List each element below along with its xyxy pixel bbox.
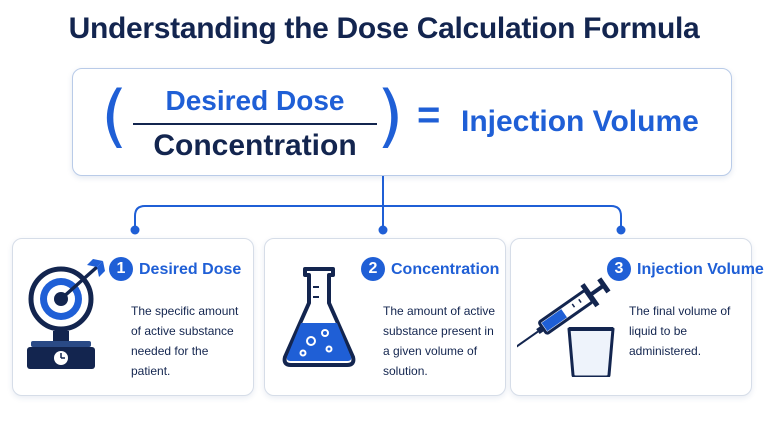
card-concentration: 2 Concentration The amount of active sub… bbox=[264, 238, 506, 396]
right-parenthesis: ) bbox=[377, 77, 404, 156]
equals-sign: = bbox=[417, 93, 441, 137]
formula-result: Injection Volume bbox=[461, 105, 699, 138]
card-title: Concentration bbox=[391, 261, 500, 278]
connector-dot-1 bbox=[130, 225, 140, 235]
formula-box: ( Desired Dose Concentration ) = Injecti… bbox=[72, 68, 732, 176]
syringe-cup-icon bbox=[517, 277, 615, 377]
step-number-badge: 3 bbox=[607, 257, 631, 281]
connector-dot-3 bbox=[616, 225, 626, 235]
card-desired-dose: 1 Desired Dose The specific amount of ac… bbox=[12, 238, 254, 396]
step-number-badge: 2 bbox=[361, 257, 385, 281]
formula-denominator: Concentration bbox=[153, 129, 357, 162]
card-description: The specific amount of active substance … bbox=[131, 304, 239, 378]
card-title: Injection Volume bbox=[637, 261, 764, 278]
card-title: Desired Dose bbox=[139, 261, 242, 278]
card-injection-volume: 3 Injection Volume The final volume of l… bbox=[510, 238, 764, 396]
left-parenthesis: ( bbox=[101, 77, 128, 156]
fraction-bar bbox=[133, 123, 377, 125]
card-description: The amount of active substance present i… bbox=[383, 304, 496, 378]
card-description: The final volume of liquid to be adminis… bbox=[629, 304, 731, 358]
target-scale-icon bbox=[27, 259, 105, 369]
page-title: Understanding the Dose Calculation Formu… bbox=[68, 12, 700, 45]
flask-icon bbox=[282, 267, 356, 367]
step-number-badge: 1 bbox=[109, 257, 133, 281]
formula-numerator: Desired Dose bbox=[165, 85, 345, 116]
connector-dot-2 bbox=[378, 225, 388, 235]
